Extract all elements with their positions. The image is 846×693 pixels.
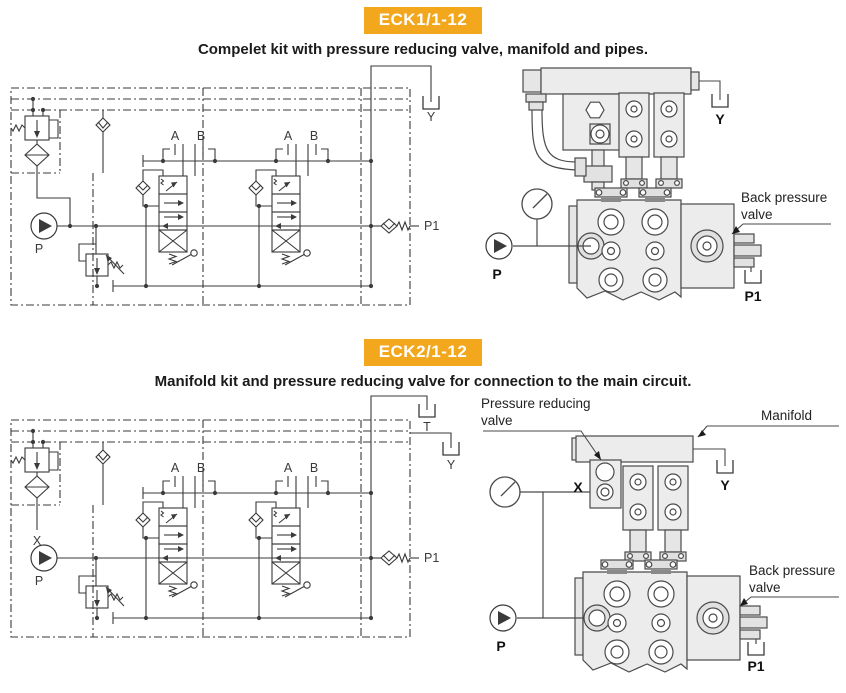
pump-label: P [496,638,505,654]
p1-label: P1 [424,551,439,565]
product-illustration-eck1: Y P P1 Back pressure valve [485,67,831,304]
product-illustration-eck2: Pressure reducing valve Manifold Y X P P… [481,396,839,673]
section-eck1: ECK1/1-12 Compelet kit with pressure red… [0,0,846,318]
pump-label: P [35,574,43,588]
port-label-a1: A [171,461,180,475]
port-label-b1: B [197,461,205,475]
pump-label: P [492,266,501,282]
port-label-b1: B [197,129,205,143]
tank-y-label: Y [447,458,456,472]
tank-y-label: Y [715,111,725,127]
tank-t-label: T [423,420,431,434]
hydraulic-schematic-eck2: A B A B P P1 T Y X [3,395,460,652]
pilot-x-label: X [33,534,42,548]
port-label-b2: B [310,129,318,143]
kit-caption: Compelet kit with pressure reducing valv… [197,41,649,58]
port-label-a2: A [284,461,293,475]
pressure-reducing-valve-label-line1: Pressure reducing [481,396,591,411]
port-label-a2: A [284,129,293,143]
pump-label: P [35,242,43,256]
back-pressure-valve-label-line1: Back pressure [741,190,827,205]
pilot-x-label: X [573,479,583,495]
p1-label: P1 [744,288,761,304]
back-pressure-valve-label-line2: valve [741,207,773,222]
pressure-reducing-valve-label-line2: valve [481,413,513,428]
kit-caption: Manifold kit and pressure reducing valve… [154,373,692,390]
manifold-label: Manifold [761,408,812,423]
eck2-content-row: A B A B P P1 T Y X [0,390,846,673]
back-pressure-valve-label-line1: Back pressure [749,563,835,578]
tank-y-label: Y [427,110,436,124]
port-label-b2: B [310,461,318,475]
p1-label: P1 [424,219,439,233]
section-eck2: ECK2/1-12 Manifold kit and pressure redu… [0,332,846,673]
kit-badge: ECK1/1-12 [363,7,483,34]
eck1-content-row: A B A B P P1 Y [0,58,846,318]
p1-label: P1 [747,658,764,673]
tank-y-label: Y [720,477,730,493]
hydraulic-schematic-eck1: A B A B P P1 Y [3,65,440,318]
port-label-a1: A [171,129,180,143]
kit-badge: ECK2/1-12 [363,339,483,366]
badge-row: ECK1/1-12 [0,0,846,34]
badge-row: ECK2/1-12 [0,332,846,366]
back-pressure-valve-label-line2: valve [749,580,781,595]
